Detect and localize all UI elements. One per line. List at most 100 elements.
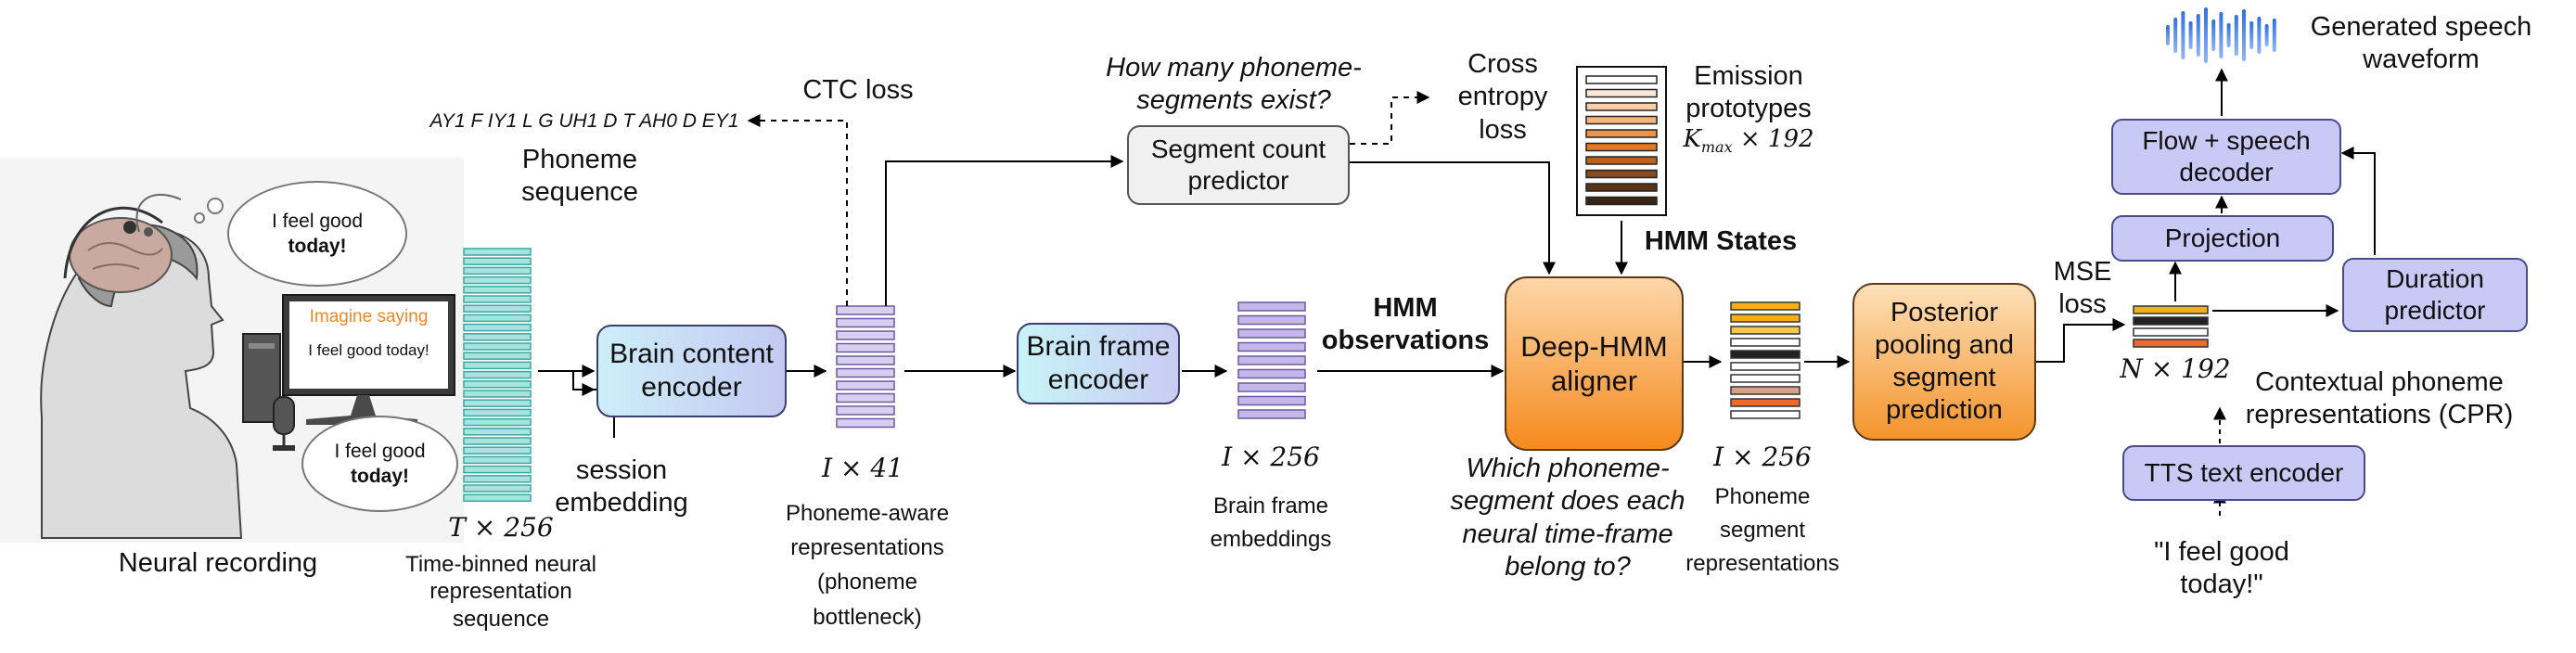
stack-bar: [1730, 386, 1801, 395]
stack-bar: [463, 248, 532, 256]
stack-bar: [463, 342, 532, 351]
waveform-bar: [2188, 21, 2193, 49]
stack-bar: [1730, 398, 1801, 407]
stack-bar: [1585, 183, 1658, 192]
arrow-ctc: [747, 114, 848, 306]
stack-bar: [836, 392, 895, 403]
thought-dot: [194, 212, 205, 224]
stack-bar: [1730, 410, 1801, 419]
stack-bar: [1237, 395, 1306, 406]
stack-bar: [1730, 362, 1801, 371]
stack-bar: [1585, 115, 1658, 125]
stack-bar: [463, 475, 532, 483]
waveform-bar: [2173, 18, 2178, 53]
cpr-stack: [2133, 305, 2209, 348]
waveform-bar: [2249, 21, 2254, 49]
projection-box: Projection: [2111, 215, 2334, 262]
stack-bar: [463, 370, 532, 379]
waveform-bar: [2272, 19, 2276, 52]
waveform-bar: [2242, 9, 2246, 61]
stack-bar: [836, 367, 895, 378]
stack-bar: [463, 399, 532, 407]
stack-bar: [1237, 314, 1306, 326]
stack-bar: [1237, 368, 1306, 379]
computer-monitor-icon: [242, 294, 455, 425]
stack-bar: [2133, 339, 2209, 348]
stack-bar: [836, 342, 895, 353]
stack-bar: [836, 317, 895, 328]
stack-bar: [463, 446, 532, 455]
stack-bar: [463, 428, 532, 436]
waveform-bar: [2257, 17, 2262, 54]
microphone-icon: [273, 396, 295, 451]
stack-bar: [1237, 382, 1306, 392]
phoneme-segment-dim: I × 256: [1713, 442, 1812, 472]
segment-count-question: How many phoneme-segments exist?: [1106, 53, 1362, 116]
stack-bar: [1585, 142, 1658, 152]
stack-bar: [836, 355, 895, 365]
arrow-segcount-to-dhmm: [1350, 161, 1556, 275]
stack-bar: [463, 408, 532, 417]
stack-bar: [836, 417, 895, 429]
stack-bar: [1730, 326, 1801, 335]
stack-bar: [1237, 341, 1306, 352]
stack-bar: [1585, 102, 1658, 111]
stack-bar: [1585, 129, 1658, 138]
stack-bar: [463, 493, 532, 502]
thought-dot: [207, 198, 224, 214]
stack-bar: [1730, 374, 1801, 383]
neural-recording-caption: Neural recording: [118, 548, 318, 578]
stack-bar: [2133, 316, 2209, 326]
stack-bar: [463, 333, 532, 341]
stack-bar: [1730, 338, 1801, 347]
phoneme-aware-stack: [836, 305, 895, 429]
emission-dim: Kmax × 192: [1683, 125, 1814, 157]
arrow-duration-to-flow: [2340, 147, 2376, 255]
stack-bar: [463, 257, 532, 265]
stack-bar: [1585, 169, 1658, 179]
stack-bar: [836, 405, 895, 416]
waveform-bar: [2219, 12, 2224, 58]
stack-bar: [463, 380, 532, 389]
emission-prototype-stack: [1585, 75, 1658, 206]
arrow-pa-to-segcount: [885, 155, 1124, 306]
screen-text: I feel good today!: [308, 341, 429, 359]
connectors: [538, 68, 2376, 516]
stack-bar: [836, 330, 895, 340]
person-head-icon: [40, 217, 243, 539]
stack-bar: [463, 417, 532, 427]
arrow-post-to-cpr: [2036, 318, 2126, 363]
stack-bar: [463, 314, 532, 323]
stack-bar: [2133, 305, 2209, 314]
stack-bar: [1585, 196, 1658, 206]
time-binned-dim: T × 256: [448, 512, 554, 543]
stack-bar: [2133, 327, 2209, 337]
ctc-loss-label: CTC loss: [802, 75, 914, 105]
stack-bar: [463, 304, 532, 313]
stack-bar: [463, 286, 532, 294]
waveform-icon: [2166, 7, 2276, 63]
stack-bar: [836, 305, 895, 315]
stack-bar: [463, 352, 532, 360]
waveform-bar: [2196, 14, 2200, 57]
stack-bar: [1730, 350, 1801, 359]
stack-bar: [1730, 301, 1801, 311]
stack-bar: [836, 380, 895, 391]
stack-bar: [1585, 88, 1658, 98]
stack-bar: [1237, 328, 1306, 339]
